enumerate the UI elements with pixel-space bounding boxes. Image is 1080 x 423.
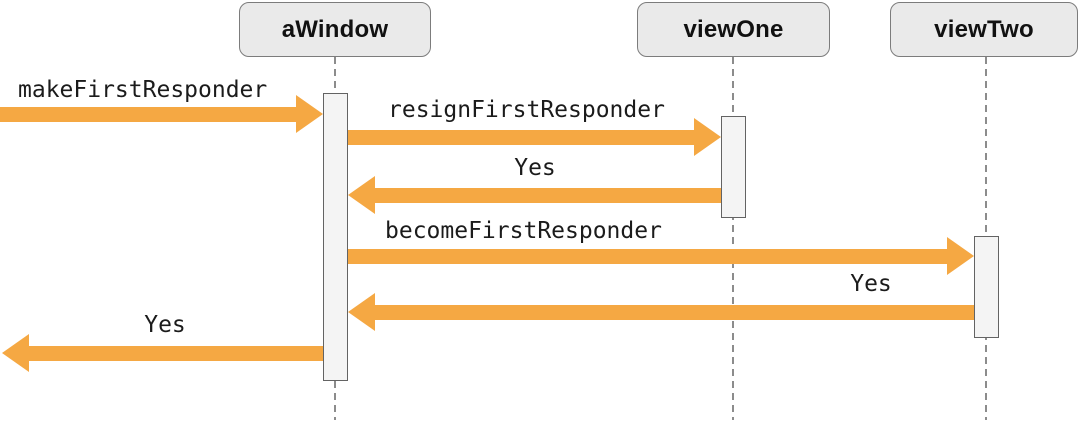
message-label-yes-awindow: Yes	[144, 312, 186, 338]
arrow-head-right-icon	[947, 237, 974, 275]
message-label-yes-viewtwo: Yes	[850, 271, 892, 297]
participant-header-awindow: aWindow	[239, 2, 431, 57]
arrow-head-left-icon	[348, 293, 375, 331]
message-label-become-first-responder: becomeFirstResponder	[385, 218, 662, 244]
arrow-shaft-yes-viewtwo	[375, 305, 974, 320]
arrow-shaft-yes-awindow	[29, 346, 323, 361]
message-label-resign-first-responder: resignFirstResponder	[388, 97, 665, 123]
arrow-shaft-yes-viewone	[375, 188, 721, 203]
arrow-shaft-resign-first-responder	[348, 130, 694, 145]
arrow-head-left-icon	[348, 176, 375, 214]
arrow-head-right-icon	[296, 95, 323, 133]
participant-label-viewone: viewOne	[683, 15, 784, 43]
participant-header-viewtwo: viewTwo	[890, 2, 1078, 57]
activation-bar-awindow	[323, 93, 348, 381]
arrow-shaft-become-first-responder	[348, 249, 947, 264]
arrow-head-left-icon	[2, 334, 29, 372]
participant-label-awindow: aWindow	[281, 15, 389, 43]
message-label-yes-viewone: Yes	[514, 155, 556, 181]
activation-bar-viewtwo	[974, 236, 999, 338]
participant-header-viewone: viewOne	[637, 2, 830, 57]
participant-label-viewtwo: viewTwo	[934, 15, 1034, 43]
arrow-head-right-icon	[694, 118, 721, 156]
lifeline-viewone	[732, 57, 734, 420]
message-label-make-first-responder: makeFirstResponder	[18, 77, 268, 103]
arrow-shaft-make-first-responder	[0, 107, 296, 122]
activation-bar-viewone	[721, 116, 746, 218]
